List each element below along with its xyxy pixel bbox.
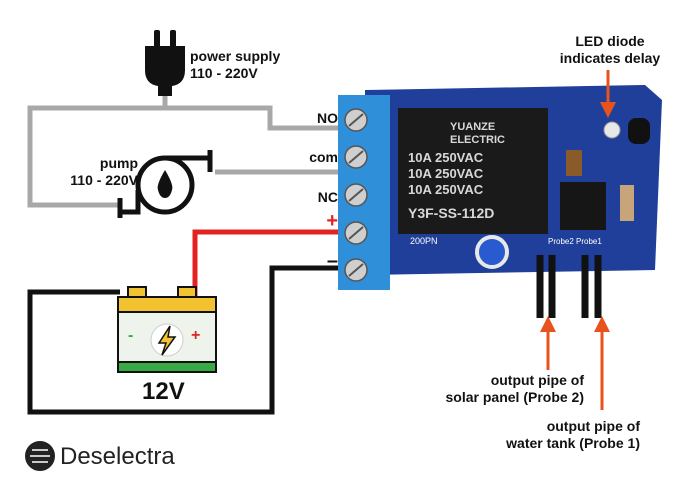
svg-text:-: - bbox=[128, 327, 133, 344]
svg-text:200PN: 200PN bbox=[410, 236, 438, 246]
capacitor bbox=[566, 150, 582, 176]
relay-model: Y3F-SS-112D bbox=[408, 205, 494, 221]
led-line1: LED diode bbox=[575, 33, 645, 49]
terminal-label-plus: + bbox=[326, 210, 338, 232]
power-plug-icon bbox=[145, 30, 185, 96]
probe1-line2: water tank (Probe 1) bbox=[506, 435, 640, 451]
resistor bbox=[620, 185, 634, 221]
battery-icon: - + bbox=[117, 286, 217, 373]
led-diode bbox=[603, 121, 621, 139]
relay-spec2: 10A 250VAC bbox=[408, 166, 484, 181]
power-supply-line1: power supply bbox=[190, 48, 281, 64]
probe-cables bbox=[536, 255, 602, 318]
power-supply-label: power supply 110 - 220V bbox=[190, 48, 280, 82]
terminal-label-no: NO bbox=[317, 110, 338, 126]
probe1-line1: output pipe of bbox=[546, 418, 640, 434]
annotation-arrows bbox=[540, 70, 616, 410]
relay-brand1: YUANZE bbox=[450, 121, 495, 133]
relay-label: YUANZE ELECTRIC 10A 250VAC 10A 250VAC 10… bbox=[408, 121, 505, 221]
transistor bbox=[628, 118, 650, 144]
deselectra-logo-text: Deselectra bbox=[60, 443, 175, 470]
svg-text:Probe2 Probe1: Probe2 Probe1 bbox=[548, 237, 602, 246]
terminal-label-nc: NC bbox=[317, 189, 338, 205]
probe2-line2: solar panel (Probe 2) bbox=[445, 389, 584, 405]
pump-line1: pump bbox=[99, 155, 138, 171]
power-supply-line2: 110 - 220V bbox=[190, 65, 258, 81]
pump-line2: 110 - 220V bbox=[70, 172, 138, 188]
terminal-label-com: com bbox=[309, 149, 338, 165]
probe2-label: output pipe of solar panel (Probe 2) bbox=[400, 372, 584, 406]
led-label: LED diode indicates delay bbox=[540, 33, 680, 67]
battery-voltage-label: 12V bbox=[142, 378, 185, 405]
deselectra-logo-icon bbox=[25, 441, 55, 471]
pump-icon bbox=[117, 150, 213, 218]
relay-component bbox=[398, 108, 548, 234]
positive-wire bbox=[192, 229, 345, 300]
relay-spec1: 10A 250VAC bbox=[408, 150, 484, 165]
probe1-label: output pipe of water tank (Probe 1) bbox=[450, 418, 640, 452]
led-line2: indicates delay bbox=[559, 50, 661, 66]
mains-wires bbox=[27, 95, 345, 208]
relay-module-board: 200PN Probe2 Probe1 bbox=[365, 85, 662, 275]
ic-chip bbox=[560, 182, 606, 230]
probe2-line1: output pipe of bbox=[490, 372, 584, 388]
potentiometer bbox=[475, 235, 509, 269]
negative-wire bbox=[27, 265, 345, 415]
relay-brand2: ELECTRIC bbox=[450, 134, 505, 146]
terminal-label-minus: – bbox=[326, 250, 338, 272]
pump-label: pump 110 - 220V bbox=[40, 155, 138, 189]
relay-spec3: 10A 250VAC bbox=[408, 182, 484, 197]
svg-text:+: + bbox=[191, 327, 200, 344]
terminal-block bbox=[338, 95, 390, 290]
